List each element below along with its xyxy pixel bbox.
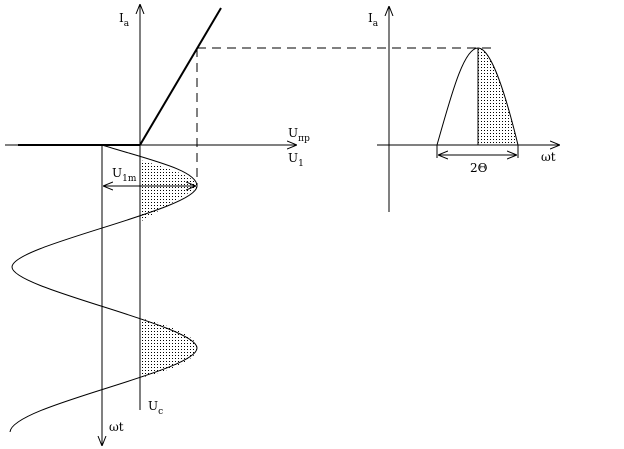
left-ia-label: Ia xyxy=(119,11,130,29)
uc-label: Uc xyxy=(148,399,163,417)
input-signal-sine-wave xyxy=(9,144,198,433)
right-ia-label: Ia xyxy=(368,11,379,29)
characteristic-rising-segment xyxy=(139,7,222,146)
upr-label: Uпр xyxy=(288,126,310,144)
conduction-region-lower xyxy=(140,318,197,378)
pulse-shaded-half xyxy=(478,48,518,145)
u1-label: U1 xyxy=(288,151,304,169)
left-time-label: ωt xyxy=(109,420,124,434)
conduction-region-upper xyxy=(140,160,197,222)
u1m-label: U1m xyxy=(112,166,137,184)
angle-label: 2Θ xyxy=(470,161,488,175)
right-time-label: ωt xyxy=(541,150,556,164)
